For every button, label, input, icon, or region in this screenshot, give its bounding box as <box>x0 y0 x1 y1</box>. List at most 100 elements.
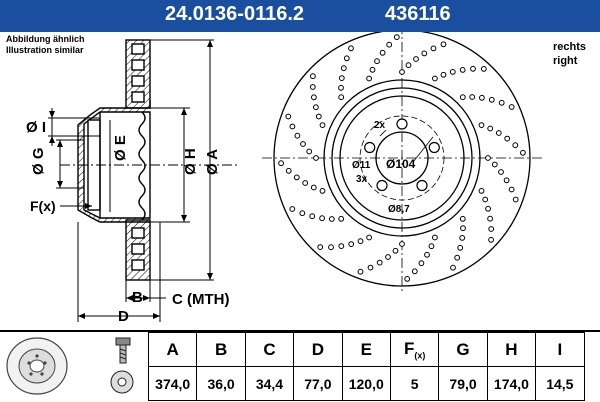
ref-number: 436116 <box>385 3 451 25</box>
drill-hole <box>440 71 447 78</box>
side-label: rechts right <box>553 40 586 68</box>
label-pcd: Ø104 <box>386 157 416 171</box>
label-hole-87: Ø8,7 <box>388 204 410 215</box>
drill-hole <box>328 216 335 222</box>
drill-hole <box>449 69 456 75</box>
drill-hole <box>454 254 461 261</box>
drill-hole <box>457 244 464 251</box>
drill-hole <box>366 75 373 82</box>
drill-hole <box>278 160 285 167</box>
drill-hole <box>374 58 380 65</box>
drill-hole <box>328 244 334 251</box>
drill-hole <box>317 244 324 251</box>
drill-hole <box>392 247 399 254</box>
label-count-3x: 3x <box>356 174 368 185</box>
note-de: Abbildung ähnlich <box>6 34 85 44</box>
spec-value-E: 120,0 <box>341 366 391 401</box>
drill-hole <box>376 259 383 266</box>
label-dim-B: B <box>132 289 143 306</box>
part-number: 24.0136-0116.2 <box>165 3 305 25</box>
drill-hole <box>343 55 350 62</box>
label-dim-H: Ø H <box>182 148 199 175</box>
drill-hole <box>357 268 364 275</box>
front-leader-lines <box>379 129 434 163</box>
bolt-hole <box>416 179 428 192</box>
drill-hole <box>285 167 292 174</box>
label-dim-D: D <box>118 308 129 325</box>
drill-hole <box>319 215 326 222</box>
drill-hole <box>338 215 345 222</box>
drill-hole <box>294 132 301 139</box>
spec-header-B: B <box>196 332 246 367</box>
drill-hole <box>293 174 300 181</box>
spec-header-D: D <box>293 332 343 367</box>
spec-header-row: A B C D E F(x) G H I <box>147 332 585 367</box>
drill-hole <box>338 84 344 91</box>
drill-hole <box>487 125 494 132</box>
drill-hole <box>306 148 313 155</box>
drill-hole <box>338 75 345 81</box>
drill-hole <box>459 94 466 101</box>
drill-hole <box>432 234 438 241</box>
drill-hole <box>357 238 364 245</box>
drill-hole <box>512 142 519 149</box>
drill-hole <box>512 196 519 203</box>
drill-hole <box>413 56 419 62</box>
drill-hole <box>488 236 495 243</box>
spec-header-A: A <box>147 332 198 367</box>
spec-header-C: C <box>244 332 295 367</box>
drill-hole <box>338 243 345 250</box>
drill-hole <box>366 234 373 241</box>
spec-table: A B C D E F(x) G H I 374,0 36,0 34,4 77,… <box>147 332 585 401</box>
drill-hole <box>369 66 376 73</box>
drill-hole <box>480 66 487 72</box>
drill-hole <box>488 226 495 232</box>
drill-hole <box>469 94 476 100</box>
drill-hole <box>450 264 456 271</box>
drill-hole <box>348 45 354 52</box>
technical-drawing: Ø I Ø G Ø E Ø H Ø A F(x) B C (MTH) D Ø10… <box>26 32 542 325</box>
spec-header-E: E <box>341 332 391 367</box>
dimension-arrows <box>49 40 213 319</box>
drill-hole <box>310 184 317 191</box>
drill-hole <box>508 186 515 193</box>
dimension-labels: Ø I Ø G Ø E Ø H Ø A F(x) B C (MTH) D <box>26 119 229 325</box>
drill-hole <box>385 254 391 260</box>
drill-hole <box>405 62 412 69</box>
label-dim-F: F(x) <box>30 198 56 214</box>
drill-hole <box>313 104 319 111</box>
label-dim-E: Ø E <box>112 135 129 161</box>
bolt-hole <box>428 141 440 154</box>
drill-hole <box>367 264 374 271</box>
drill-hole <box>386 41 393 48</box>
drill-hole <box>495 130 502 136</box>
spec-header-I: I <box>535 332 585 367</box>
spec-header-F: F(x) <box>389 332 440 367</box>
drill-hole <box>289 123 296 130</box>
drill-hole <box>399 69 405 75</box>
drill-hole <box>491 161 498 168</box>
drill-hole <box>311 94 317 101</box>
spec-value-B: 36,0 <box>196 366 246 401</box>
bolt-hole <box>376 179 388 192</box>
drill-hole <box>319 122 326 128</box>
drill-hole <box>348 241 355 248</box>
spec-value-I: 14,5 <box>535 366 585 401</box>
drill-hole <box>440 41 447 48</box>
disc-thumbnail <box>6 337 68 395</box>
drill-hole <box>487 215 494 222</box>
drill-hole <box>300 141 306 147</box>
drill-hole <box>459 215 466 222</box>
drill-hole <box>309 213 316 220</box>
drill-hole <box>485 205 492 212</box>
spec-header-G: G <box>438 332 488 367</box>
drill-hole <box>478 188 485 194</box>
spec-value-A: 374,0 <box>147 366 198 401</box>
label-dim-A: Ø A <box>204 149 221 175</box>
drill-hole <box>504 135 511 142</box>
drill-hole <box>470 65 476 72</box>
drill-hole <box>430 45 437 52</box>
bolt-hole <box>364 141 376 154</box>
dimension-lines <box>48 39 214 322</box>
drill-hole <box>379 49 386 56</box>
